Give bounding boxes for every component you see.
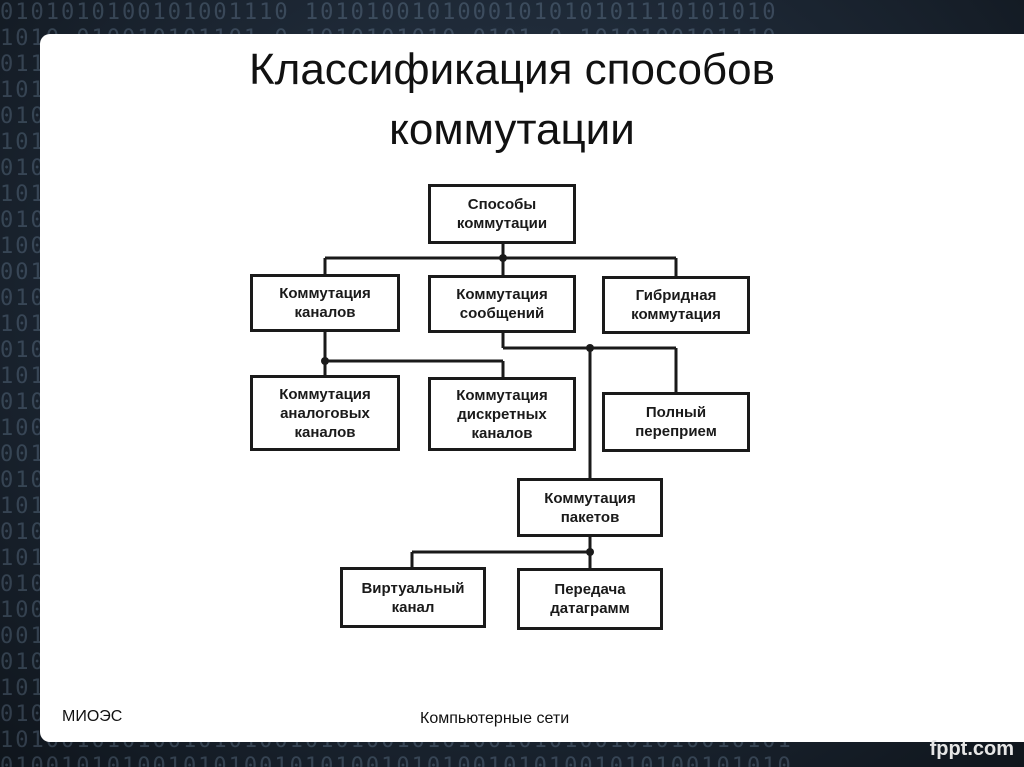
node-analog-channel-switching: Коммутация аналоговых каналов [250,375,400,451]
node-line: Коммутация [544,489,636,508]
junction-dot [499,254,507,262]
node-switching-methods: Способы коммутации [428,184,576,244]
node-line: каналов [295,303,356,322]
node-line: Коммутация [279,385,371,404]
node-packet-switching: Коммутация пакетов [517,478,663,537]
footer-course: Компьютерные сети [420,710,569,728]
node-line: коммутации [457,214,547,233]
junction-dot [321,357,329,365]
node-line: Коммутация [279,284,371,303]
node-line: каналов [472,424,533,443]
node-hybrid-switching: Гибридная коммутация [602,276,750,334]
node-line: Виртуальный [361,579,464,598]
node-line: Полный [646,403,706,422]
node-line: Коммутация [456,386,548,405]
node-message-switching: Коммутация сообщений [428,275,576,333]
node-line: пакетов [561,508,620,527]
junction-dot [586,344,594,352]
node-line: аналоговых [280,404,370,423]
node-circuit-switching: Коммутация каналов [250,274,400,332]
node-line: канал [392,598,435,617]
node-datagram-transfer: Передача датаграмм [517,568,663,630]
node-line: Коммутация [456,285,548,304]
fppt-logo: fppt.com [930,738,1014,761]
node-discrete-channel-switching: Коммутация дискретных каналов [428,377,576,451]
node-line: сообщений [460,304,544,323]
node-line: коммутация [631,305,721,324]
node-line: Гибридная [636,286,717,305]
node-line: переприем [635,422,717,441]
node-line: Передача [554,580,625,599]
node-line: датаграмм [550,599,630,618]
node-line: дискретных [457,405,546,424]
node-full-retransmission: Полный переприем [602,392,750,452]
node-line: каналов [295,423,356,442]
node-line: Способы [468,195,536,214]
footer-organization: МИОЭС [62,708,122,726]
junction-dot [586,548,594,556]
node-virtual-channel: Виртуальный канал [340,567,486,628]
